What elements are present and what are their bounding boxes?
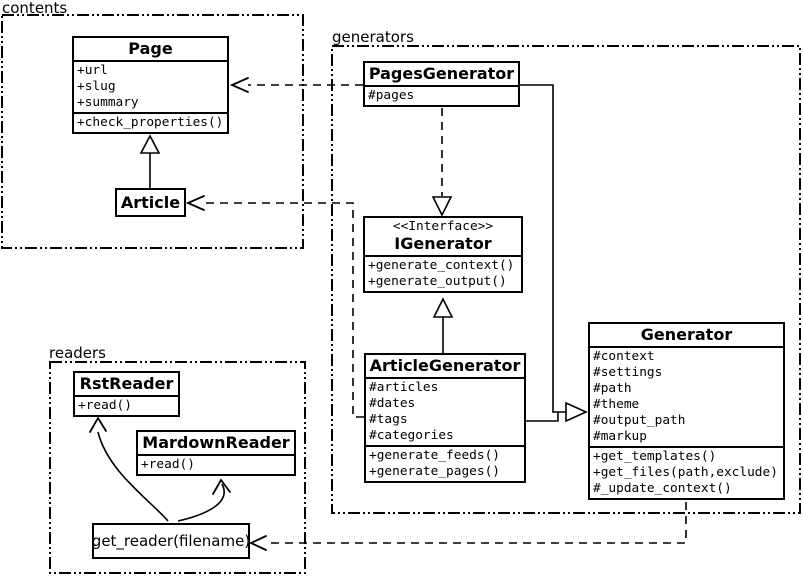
generalization-pagesgenerator-to-generator-line — [519, 84, 566, 413]
readers-package-label: readers — [49, 344, 106, 362]
dependency-articlegenerator-to-article-line — [204, 202, 364, 418]
attribute: +summary — [77, 95, 139, 110]
class-articlegenerator-methods: +generate_feeds() +generate_pages() — [366, 447, 524, 481]
class-generator-title: Generator — [590, 324, 783, 348]
function-get-reader-label: get_reader(filename) — [91, 532, 251, 550]
method: #_update_context() — [593, 481, 732, 496]
class-article: Article — [115, 188, 186, 217]
method: +get_files(path,exclude) — [593, 465, 778, 480]
arrow-getreader-to-mardownreader-line — [177, 483, 225, 522]
class-rstreader-title: RstReader — [75, 373, 178, 397]
generalization-article-to-page-triangle — [139, 134, 161, 154]
arrow-getreader-to-rstreader-arrowhead — [89, 416, 107, 433]
class-igenerator-title: <<Interface>> IGenerator — [365, 218, 521, 257]
class-articlegenerator-title: ArticleGenerator — [366, 355, 524, 379]
class-pagesgenerator-title: PagesGenerator — [365, 63, 518, 87]
method: +generate_output() — [368, 274, 507, 289]
class-page-title: Page — [74, 38, 227, 62]
attribute: #settings — [593, 365, 663, 380]
attribute: #theme — [593, 397, 640, 412]
generalization-articlegenerator-to-generator-line — [526, 412, 559, 422]
class-pagesgenerator-attributes: #pages — [365, 87, 518, 105]
method: +read() — [141, 457, 195, 472]
class-articlegenerator-attributes: #articles #dates #tags #categories — [366, 379, 524, 447]
method: +get_templates() — [593, 449, 717, 464]
class-page: Page +url +slug +summary +check_properti… — [72, 36, 229, 134]
attribute: #path — [593, 381, 632, 396]
method: +generate_context() — [368, 258, 515, 273]
class-mardownreader: MardownReader +read() — [136, 430, 296, 476]
class-page-methods: +check_properties() — [74, 114, 227, 132]
contents-package-border — [1, 14, 304, 249]
function-get-reader: get_reader(filename) — [92, 523, 250, 559]
generators-package-label: generators — [332, 28, 414, 46]
dependency-pagesgenerator-to-page-arrowhead — [229, 77, 249, 93]
class-igenerator: <<Interface>> IGenerator +generate_conte… — [363, 216, 523, 293]
attribute: #output_path — [593, 413, 686, 428]
method: +check_properties() — [77, 115, 224, 130]
dependency-generator-to-getreader-line — [266, 502, 687, 544]
class-generator-attributes: #context #settings #path #theme #output_… — [590, 348, 783, 448]
attribute: +slug — [77, 79, 116, 94]
class-mardownreader-title: MardownReader — [138, 432, 294, 456]
class-mardownreader-methods: +read() — [138, 456, 294, 474]
class-rstreader: RstReader +read() — [73, 371, 180, 417]
method: +generate_pages() — [369, 464, 500, 479]
attribute: #pages — [368, 88, 415, 103]
attribute: +url — [77, 63, 108, 78]
arrow-getreader-to-mardownreader-arrowhead — [212, 478, 231, 495]
attribute: #markup — [593, 429, 647, 444]
class-page-attributes: +url +slug +summary — [74, 62, 227, 114]
attribute: #categories — [369, 428, 454, 443]
class-article-title: Article — [120, 193, 181, 212]
generalization-to-generator-triangle — [565, 401, 588, 423]
attribute: #dates — [369, 396, 416, 411]
class-rstreader-methods: +read() — [75, 397, 178, 415]
attribute: #tags — [369, 412, 408, 427]
method: +read() — [78, 398, 132, 413]
class-pagesgenerator: PagesGenerator #pages — [363, 61, 520, 107]
dependency-articlegenerator-to-article-arrowhead — [185, 195, 205, 211]
class-generator-methods: +get_templates() +get_files(path,exclude… — [590, 448, 783, 498]
interface-stereotype: <<Interface>> — [392, 219, 494, 234]
class-articlegenerator: ArticleGenerator #articles #dates #tags … — [364, 353, 526, 483]
contents-package-label: contents — [2, 0, 68, 17]
class-generator: Generator #context #settings #path #them… — [588, 322, 785, 500]
generators-package-border — [331, 45, 801, 514]
method: +generate_feeds() — [369, 448, 500, 463]
class-igenerator-methods: +generate_context() +generate_output() — [365, 257, 521, 291]
attribute: #articles — [369, 380, 439, 395]
arrow-getreader-to-rstreader-line — [97, 431, 169, 522]
dependency-generator-to-getreader-arrowhead — [248, 535, 267, 551]
realization-pagesgenerator-to-igenerator-triangle — [431, 196, 453, 217]
generalization-articlegenerator-to-igenerator-triangle — [432, 297, 454, 318]
attribute: #context — [593, 349, 655, 364]
class-igenerator-name: IGenerator — [394, 234, 492, 253]
readers-package-border — [49, 361, 306, 574]
